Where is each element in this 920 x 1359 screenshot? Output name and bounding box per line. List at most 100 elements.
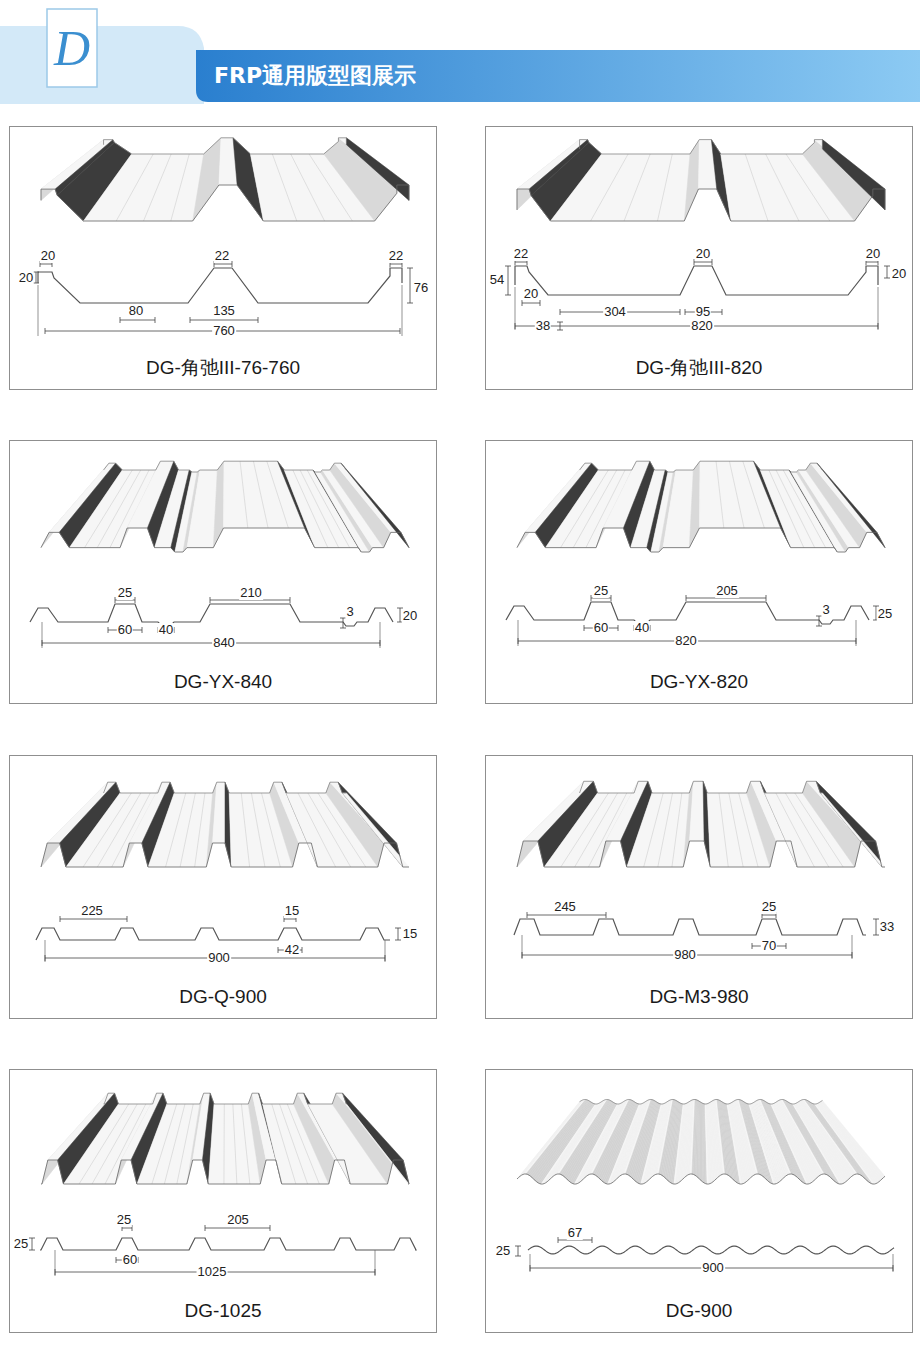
extension-line <box>55 1250 56 1276</box>
dimension-value: 20 <box>695 247 711 261</box>
sheet-face <box>346 1104 409 1184</box>
profile-panel: DG-1025 <box>9 1069 437 1333</box>
sheet-front-edge <box>41 528 409 552</box>
extension-line <box>852 935 853 959</box>
dimension-tick <box>340 628 346 629</box>
dimension-tick <box>893 1265 894 1271</box>
profile-line <box>506 602 869 624</box>
dimension-value: 3 <box>345 605 354 619</box>
sheet-streak <box>658 154 673 221</box>
extension-line <box>522 935 523 959</box>
dimension-value: 22 <box>388 249 404 263</box>
sheet-streak <box>83 793 131 867</box>
dimension-tick <box>270 1225 271 1231</box>
dimension-tick <box>786 943 787 949</box>
sheet-face <box>806 463 867 547</box>
logo-letter: D <box>54 20 90 76</box>
dimension-tick <box>515 1256 521 1257</box>
extension-line <box>856 620 857 646</box>
dimension-value: 25 <box>877 607 893 621</box>
sheet-illustration <box>517 140 885 221</box>
extension-line <box>375 1250 376 1276</box>
sheet-streak <box>180 793 195 867</box>
extension-line <box>385 940 386 962</box>
profile-panel: DG-YX-820 <box>485 440 913 704</box>
sheet-streak <box>298 793 336 867</box>
sheet-streak <box>223 1104 224 1184</box>
profile-line <box>40 1238 416 1250</box>
dimension-value: 135 <box>212 304 236 318</box>
dimension-value: 20 <box>402 609 418 623</box>
dimension-value: 54 <box>489 273 505 287</box>
dimension-value: 20 <box>891 267 907 281</box>
dimension-tick <box>407 303 413 304</box>
dimension-tick <box>385 955 386 961</box>
dimension-value: 900 <box>207 951 231 965</box>
sheet-streak <box>672 793 682 867</box>
dimension-tick <box>686 595 687 601</box>
sheet-streak <box>97 793 140 867</box>
sheet-face <box>343 1093 409 1184</box>
extension-line <box>893 1254 894 1272</box>
dimension-value: 25 <box>761 900 777 914</box>
dimension-line <box>40 264 52 265</box>
sheet-face <box>689 461 700 547</box>
sheet-illustration <box>517 461 885 552</box>
dimension-line <box>390 264 402 265</box>
sheet-streak <box>164 1104 185 1184</box>
dimension-value: 245 <box>553 900 577 914</box>
profile-line <box>514 919 866 935</box>
dimension-value: 304 <box>603 305 627 319</box>
sheet-streak <box>776 793 815 867</box>
dimension-tick <box>116 1257 117 1263</box>
dimension-value: 15 <box>284 904 300 918</box>
sheet-front-edge <box>517 189 885 221</box>
profile-line <box>36 928 390 940</box>
dimension-line <box>515 262 527 263</box>
dimension-tick <box>611 595 612 601</box>
dimension-value: 40 <box>634 621 650 635</box>
dimension-line <box>560 322 561 330</box>
model-caption: DG-1025 <box>184 1300 261 1322</box>
sheet-face <box>338 138 396 193</box>
dimension-value: 60 <box>122 1253 138 1267</box>
sheet-face <box>815 1104 875 1184</box>
dimension-value: 25 <box>593 584 609 598</box>
dimension-tick <box>55 1269 56 1275</box>
dimension-value: 33 <box>879 920 895 934</box>
dimension-line <box>42 643 380 644</box>
sheet-illustration <box>517 781 885 867</box>
sheet-streak <box>716 461 724 528</box>
sheet-face <box>820 1101 883 1179</box>
dimension-tick <box>884 278 890 279</box>
sheet-face <box>148 793 213 867</box>
dimension-value: 22 <box>214 249 230 263</box>
dimension-tick <box>375 1269 376 1275</box>
page-title: FRP通用版型图展示 <box>214 62 416 90</box>
dimension-tick <box>155 317 156 323</box>
dimension-line <box>866 262 878 263</box>
dimension-tick <box>712 259 713 265</box>
dimension-value: 20 <box>18 271 34 285</box>
sheet-streak <box>719 793 728 867</box>
sheet-streak <box>240 461 248 528</box>
dimension-tick <box>115 597 116 603</box>
dimension-tick <box>258 317 259 323</box>
extension-line <box>38 285 39 336</box>
sheet-face <box>819 1102 882 1181</box>
sheet-front-edge <box>41 1160 409 1184</box>
extension-line <box>402 285 403 336</box>
dimension-line <box>214 264 232 265</box>
sheet-face <box>627 793 689 867</box>
dimension-line <box>410 268 411 303</box>
sheet-streak <box>729 793 743 867</box>
sheet-face <box>332 1093 393 1184</box>
extension-line <box>515 287 516 330</box>
dimension-tick <box>557 322 563 323</box>
sheet-face <box>187 470 217 548</box>
dimension-tick <box>685 309 686 315</box>
header-bar <box>196 50 920 102</box>
dimension-line <box>518 1246 519 1256</box>
dimension-value: 25 <box>117 586 133 600</box>
sheet-streak <box>177 1104 193 1184</box>
